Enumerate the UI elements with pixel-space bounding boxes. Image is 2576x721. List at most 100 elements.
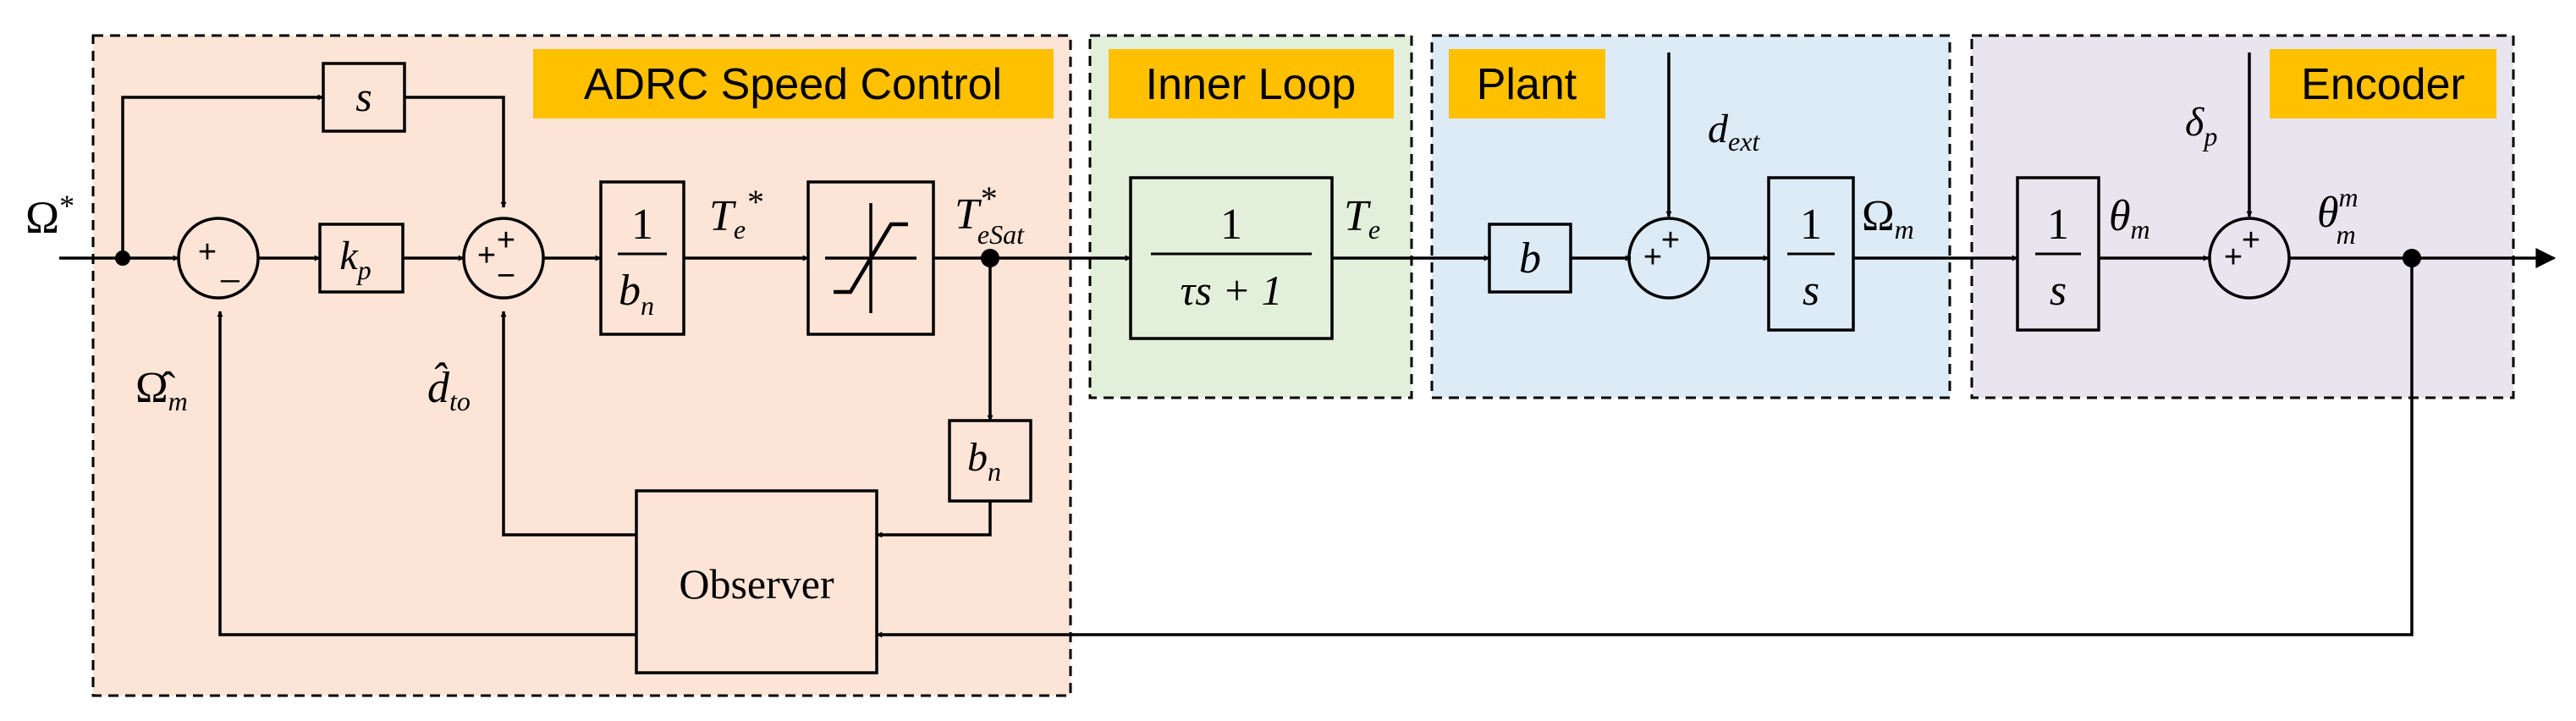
sum4-sign-left: +: [2224, 239, 2243, 275]
block-integrator-speed: [1767, 176, 1855, 332]
block-b-label: b: [1519, 234, 1541, 283]
signal-omega-m: Ωm: [1862, 192, 1914, 245]
delta-p-sub: p: [2202, 121, 2217, 151]
sum-junction-4: [2208, 217, 2291, 300]
region-adrc: [91, 34, 1072, 697]
region-label-adrc: ADRC Speed Control: [584, 60, 1002, 109]
wire-omegahat-sum1: [217, 311, 636, 636]
omega-ref-base: Ω: [25, 192, 59, 243]
tag-background: [533, 49, 1054, 118]
junction-dot: [115, 250, 130, 266]
block-kp: [318, 223, 405, 294]
junction-dot: [981, 249, 999, 267]
block-inv-bn: [599, 180, 685, 336]
block-b: [1488, 223, 1572, 294]
wire-feedback-observer: [876, 258, 2414, 638]
wire-bn-observer: [876, 501, 992, 538]
theta-m-base: θ: [2109, 192, 2131, 240]
inv-bn-den-base: b: [619, 267, 641, 315]
inner-tf-numerator: 1: [1220, 201, 1242, 249]
block-bn: [948, 419, 1032, 503]
omega-m-base: Ω: [1862, 192, 1895, 240]
sum-junction-2: [462, 217, 545, 300]
block-observer-label: Observer: [679, 560, 834, 608]
theta-mm-sub: m: [2337, 219, 2356, 250]
te-sat-sub: eSat: [977, 219, 1025, 250]
sum-junction-1: [177, 217, 260, 300]
theta-mm-sup: m: [2339, 182, 2359, 212]
signal-omega-ref: Ω*: [25, 189, 74, 243]
inv-bn-den-sub: n: [641, 290, 654, 321]
te-ref-sup: *: [746, 183, 762, 221]
region-tag-encoder: Encoder: [2270, 49, 2496, 118]
region-tag-adrc: ADRC Speed Control: [533, 49, 1054, 118]
int-angle-numerator: 1: [2047, 201, 2069, 249]
kp-base: k: [339, 234, 359, 278]
region-label-plant: Plant: [1477, 60, 1577, 109]
junction-dot: [2403, 249, 2421, 267]
te-sub: e: [1368, 214, 1380, 245]
block-bn-label: bn: [967, 435, 1001, 487]
signal-d-ext: dext: [1708, 107, 1760, 157]
signal-te-ref: Te*: [709, 183, 762, 245]
sum1-sign-bottom: _: [220, 248, 239, 283]
omega-hat-sub: m: [168, 386, 188, 416]
sum1-sign-top: +: [198, 234, 217, 270]
block-observer: [635, 489, 878, 674]
tag-background: [2270, 49, 2496, 118]
wire-dhat-sum2: [500, 311, 636, 537]
sum3-sign-top: +: [1661, 223, 1680, 258]
block-kp-label: kp: [339, 234, 371, 285]
block-inner-tf-fraction: 1 τs + 1: [1151, 201, 1312, 314]
inv-bn-denominator: bn: [619, 267, 654, 321]
sum2-sign-bottom: −: [497, 258, 515, 294]
te-sat-sup: *: [979, 179, 996, 217]
bn-base: b: [967, 435, 988, 480]
region-tag-plant: Plant: [1449, 49, 1605, 118]
sum3-sign-left: +: [1643, 239, 1662, 275]
theta-mm-base: θ: [2317, 189, 2339, 237]
signal-omega-hat: Ω̂m: [135, 364, 188, 416]
block-inner-tf: [1129, 176, 1334, 340]
signal-theta-m: θm: [2109, 192, 2150, 245]
wire-to-s: [121, 94, 324, 258]
signal-delta-p: δp: [2185, 100, 2217, 151]
int-speed-denominator: s: [1803, 267, 1819, 315]
block-integrator-speed-fraction: 1 s: [1787, 201, 1835, 315]
block-saturation: [806, 180, 935, 336]
sat-curve: [834, 222, 908, 294]
region-label-inner-loop: Inner Loop: [1146, 60, 1357, 109]
tag-background: [1449, 49, 1605, 118]
saturation-icon: [825, 203, 916, 313]
d-ext-sub: ext: [1728, 126, 1760, 157]
te-sat-base: T: [955, 190, 982, 239]
block-inv-bn-fraction: 1 bn: [618, 201, 667, 321]
d-hat-sub: to: [449, 386, 471, 416]
region-tag-inner-loop: Inner Loop: [1109, 49, 1394, 118]
sum4-sign-top: +: [2242, 223, 2260, 258]
signal-te-sat: T*eSat: [955, 179, 1025, 250]
tag-background: [1109, 49, 1394, 118]
omega-m-sub: m: [1895, 214, 1914, 245]
int-angle-denominator: s: [2050, 267, 2067, 315]
sum2-sign-left: +: [477, 238, 496, 273]
te-ref-base: T: [709, 192, 736, 240]
signal-te: Te: [1344, 192, 1380, 245]
omega-ref-sup: *: [59, 189, 74, 223]
d-ext-base: d: [1708, 107, 1729, 151]
theta-m-sub: m: [2131, 214, 2150, 245]
inner-tf-denominator: τs + 1: [1180, 267, 1282, 314]
delta-p-base: δ: [2185, 100, 2204, 145]
sum2-sign-top: +: [497, 223, 515, 258]
signal-d-hat: d̂to: [427, 361, 471, 416]
te-ref-sub: e: [734, 214, 746, 245]
bn-sub: n: [988, 456, 1001, 487]
wire-s-to-sum2: [405, 96, 507, 208]
te-base: T: [1344, 192, 1371, 240]
sum-junction-3: [1627, 217, 1710, 300]
int-speed-numerator: 1: [1800, 201, 1822, 249]
inv-bn-numerator: 1: [631, 201, 653, 249]
block-integrator-angle: [2016, 176, 2100, 332]
